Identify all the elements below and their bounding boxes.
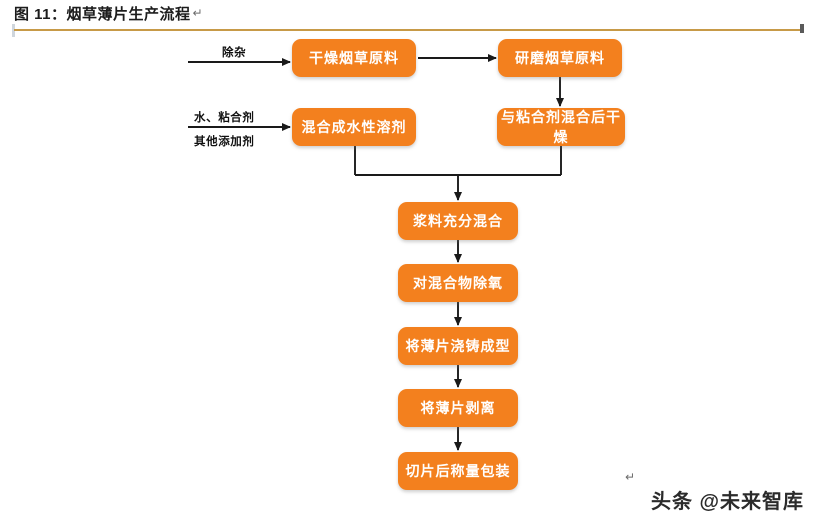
page-title-text: 图 11：烟草薄片生产流程 [14, 6, 191, 23]
process-node-cast[interactable]: 将薄片浇铸成型 [398, 327, 518, 365]
rule-cap-left [12, 24, 15, 37]
pilcrow-mark: ↵ [192, 6, 204, 20]
edge-label-water: 水、粘合剂 [194, 112, 255, 124]
process-node-grind[interactable]: 研磨烟草原料 [498, 39, 622, 77]
header-divider [14, 29, 800, 31]
process-node-package[interactable]: 切片后称量包装 [398, 452, 518, 490]
process-node-binder[interactable]: 与粘合剂混合后干燥 [497, 108, 625, 146]
page-title: 图 11：烟草薄片生产流程↵ [14, 3, 203, 24]
process-node-dry[interactable]: 干燥烟草原料 [292, 39, 416, 77]
watermark: 头条 @未来智库 [651, 491, 805, 513]
rule-cap-right [800, 24, 804, 33]
process-node-mix[interactable]: 浆料充分混合 [398, 202, 518, 240]
process-node-solvent[interactable]: 混合成水性溶剂 [292, 108, 416, 146]
edge-label-impurity: 除杂 [222, 47, 247, 59]
edge-label-additive: 其他添加剂 [194, 136, 255, 148]
watermark-pilcrow: ↵ [625, 470, 636, 484]
process-node-peel[interactable]: 将薄片剥离 [398, 389, 518, 427]
process-node-deoxy[interactable]: 对混合物除氧 [398, 264, 518, 302]
